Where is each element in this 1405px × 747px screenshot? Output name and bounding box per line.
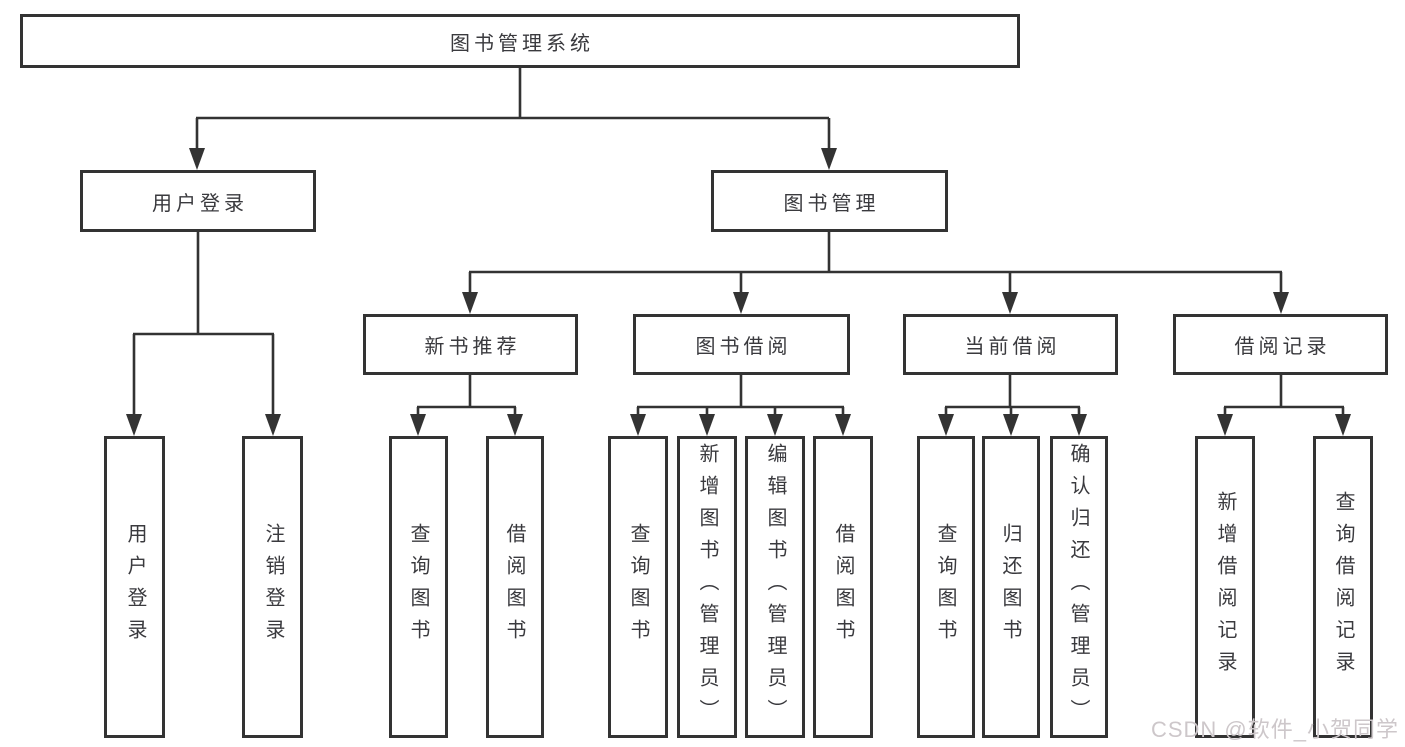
leaf-recommend-borrow-book: 借阅图书 (486, 436, 544, 738)
arrowheads (126, 148, 1351, 436)
leaf-user-login: 用户登录 (104, 436, 165, 738)
node-root: 图书管理系统 (20, 14, 1020, 68)
leaf-current-confirm-return-admin: 确认归还（管理员） (1050, 436, 1108, 738)
leaf-records-query-record: 查询借阅记录 (1313, 436, 1373, 738)
node-book-management: 图书管理 (711, 170, 948, 232)
leaf-current-return-book: 归还图书 (982, 436, 1040, 738)
connector-new-book-recommend-to-leaves (416, 375, 517, 416)
leaf-borrow-borrow-book: 借阅图书 (813, 436, 873, 738)
csdn-watermark: CSDN @软件_小贺同学 (1150, 717, 1399, 742)
node-borrow-records: 借阅记录 (1173, 314, 1388, 375)
connector-book-management-to-level3 (468, 232, 1283, 294)
leaf-borrow-add-book-admin: 新增图书（管理员） (677, 436, 737, 738)
leaf-logout: 注销登录 (242, 436, 303, 738)
node-user-login: 用户登录 (80, 170, 316, 232)
connector-root-to-level2 (195, 68, 831, 150)
node-book-borrow: 图书借阅 (633, 314, 850, 375)
node-current-borrow: 当前借阅 (903, 314, 1118, 375)
connector-book-borrow-to-leaves (636, 375, 845, 416)
leaf-borrow-query-book: 查询图书 (608, 436, 668, 738)
leaf-records-add-record: 新增借阅记录 (1195, 436, 1255, 738)
connector-borrow-records-to-leaves (1223, 375, 1345, 416)
connector-user-login-to-leaves (132, 232, 275, 416)
node-new-book-recommend: 新书推荐 (363, 314, 578, 375)
leaf-recommend-query-book: 查询图书 (389, 436, 448, 738)
leaf-current-query-book: 查询图书 (917, 436, 975, 738)
leaf-borrow-edit-book-admin: 编辑图书（管理员） (745, 436, 805, 738)
connector-current-borrow-to-leaves (944, 375, 1081, 416)
